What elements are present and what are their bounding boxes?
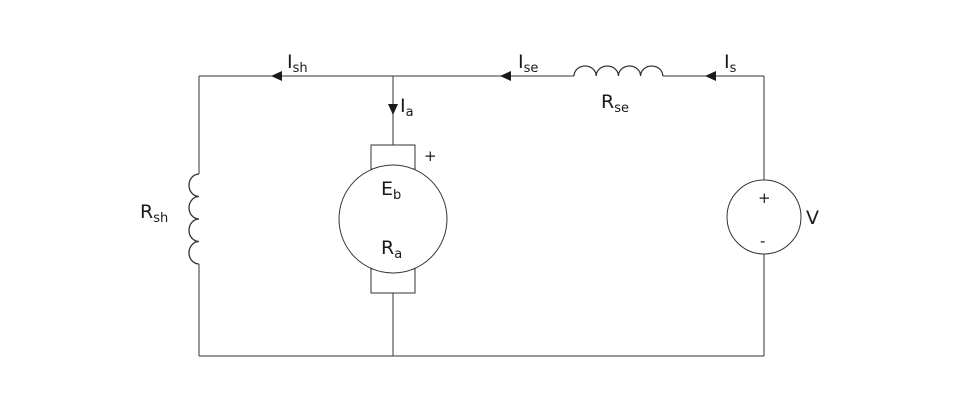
shunt-field-coil bbox=[188, 173, 200, 265]
label-r-se: Rse bbox=[601, 91, 629, 116]
label-v: V bbox=[806, 207, 819, 229]
armature bbox=[338, 144, 448, 294]
circuit-wires bbox=[198, 75, 765, 357]
arrow-i-s-icon bbox=[705, 71, 716, 81]
label-r-sh: Rsh bbox=[140, 201, 168, 226]
label-i-sh: Ish bbox=[287, 51, 308, 76]
series-field-coil bbox=[573, 65, 664, 77]
label-e-b: Eb bbox=[381, 178, 401, 203]
source-minus-sign: - bbox=[760, 232, 765, 250]
armature-circle bbox=[338, 164, 448, 274]
arrow-i-sh-icon bbox=[271, 71, 282, 81]
source-plus-sign: + bbox=[758, 189, 771, 207]
voltage-source bbox=[726, 179, 802, 255]
label-r-a: Ra bbox=[381, 237, 402, 262]
label-i-s: Is bbox=[724, 51, 737, 76]
label-i-se: Ise bbox=[518, 51, 538, 76]
armature-plus-sign: + bbox=[424, 147, 437, 165]
arrow-i-a-icon bbox=[388, 104, 398, 115]
arrow-i-se-icon bbox=[500, 71, 511, 81]
label-i-a: Ia bbox=[400, 95, 414, 120]
